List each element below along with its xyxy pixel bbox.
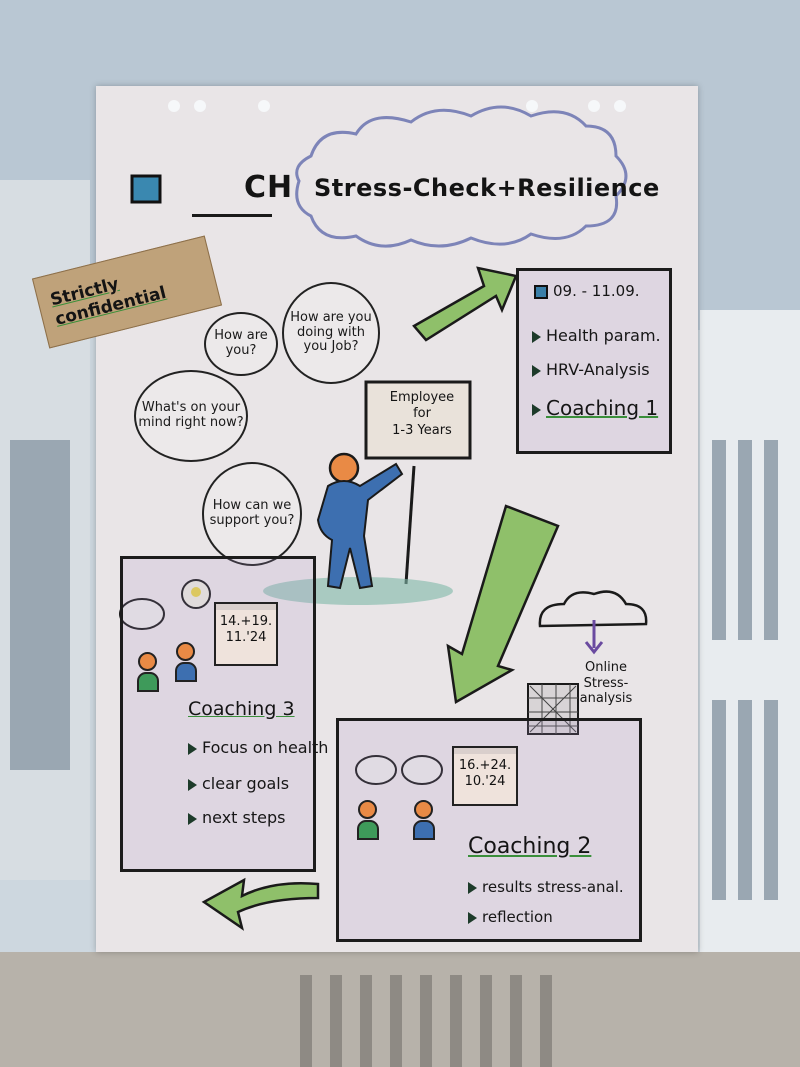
download-arrowhead (584, 641, 604, 655)
coaching-3-date-1: 14.+19. (219, 614, 273, 629)
punch-hole (526, 100, 538, 112)
health-check-item: Health param. (532, 326, 661, 345)
sign-post (404, 465, 416, 585)
ground-shadow (263, 577, 453, 605)
sign-line-3: 1-3 Years (392, 422, 452, 438)
bubble-mind: What's on your mind right now? (134, 370, 248, 462)
coaching-3-item: clear goals (188, 774, 289, 793)
person-icon-head (358, 800, 377, 819)
sign-line-1: Employee (389, 390, 455, 405)
person-icon-head (414, 800, 433, 819)
speech-bubble-icon (355, 755, 397, 785)
person-head (328, 452, 360, 484)
bullet-triangle-icon (532, 364, 541, 377)
arrow-back-left-icon (201, 877, 320, 931)
coaching-3-title: Coaching 3 (188, 698, 295, 720)
person-icon-head (138, 652, 157, 671)
lightbulb-glow (191, 587, 201, 597)
coaching-3-calendar: 14.+19. 11.'24 (214, 602, 278, 666)
coaching-2-title: Coaching 2 (468, 834, 592, 859)
arrow-up-right-icon (412, 266, 518, 342)
bubble-support: How can we support you? (202, 462, 302, 566)
health-check-date: 09. - 11.09. (534, 282, 640, 300)
bullet-triangle-icon (468, 911, 477, 924)
coaching-2-item: results stress-anal. (468, 878, 624, 896)
punch-hole (614, 100, 626, 112)
online-line-1: Online (585, 660, 627, 675)
online-analysis-label: Online Stress- analysis (556, 660, 656, 707)
person-icon-head (176, 642, 195, 661)
punch-hole (258, 100, 270, 112)
person-icon-body (357, 820, 379, 840)
health-check-item: HRV-Analysis (532, 360, 650, 379)
title-underline (192, 214, 272, 217)
coaching-3-date-2: 11.'24 (225, 629, 267, 645)
title-cloud-outline (295, 105, 628, 248)
person-icon-body (413, 820, 435, 840)
coaching-2-calendar: 16.+24. 10.'24 (452, 746, 518, 806)
page-title: Stress-Check+Resilience (314, 174, 660, 202)
bullet-triangle-icon (532, 403, 541, 416)
cloud-icon (538, 590, 648, 628)
punch-hole (194, 100, 206, 112)
analysis-grid-lines (528, 684, 578, 734)
flipchart-paper: CH Stress-Check+Resilience Strictly conf… (31, 86, 698, 952)
coaching-2-item: reflection (468, 908, 553, 926)
bullet-triangle-icon (188, 812, 197, 825)
person-icon-body (175, 662, 197, 682)
bubble-how-job: How are you doing with you Job? (282, 282, 380, 384)
bullet-triangle-icon (532, 330, 541, 343)
online-line-2: Stress- (583, 675, 629, 691)
online-line-3: analysis (579, 691, 633, 707)
coaching-2-date-2: 10.'24 (464, 773, 506, 789)
coaching-3-item: next steps (188, 808, 285, 827)
sign-line-2: for (413, 406, 431, 422)
drawing-layer (119, 105, 648, 931)
health-check-item: Coaching 1 (532, 396, 658, 420)
bubble-how-are-you: How are you? (204, 312, 278, 376)
bullet-triangle-icon (188, 742, 197, 755)
punch-hole (168, 100, 180, 112)
health-check-box (516, 268, 672, 454)
brand-label: CH (244, 170, 294, 205)
person-icon-body (137, 672, 159, 692)
bullet-triangle-icon (468, 881, 477, 894)
punch-hole (588, 100, 600, 112)
speech-bubble-icon (401, 755, 443, 785)
logo-square-icon (130, 174, 162, 204)
sign-board (364, 380, 472, 460)
sign-text: Employee for 1-3 Years (376, 390, 468, 439)
calendar-square-icon (534, 284, 548, 299)
person-body (316, 462, 404, 590)
bullet-triangle-icon (188, 778, 197, 791)
coaching-3-item: Focus on health (188, 738, 328, 757)
arrow-down-left-icon (446, 504, 560, 704)
coaching-2-date-1: 16.+24. (458, 758, 512, 773)
